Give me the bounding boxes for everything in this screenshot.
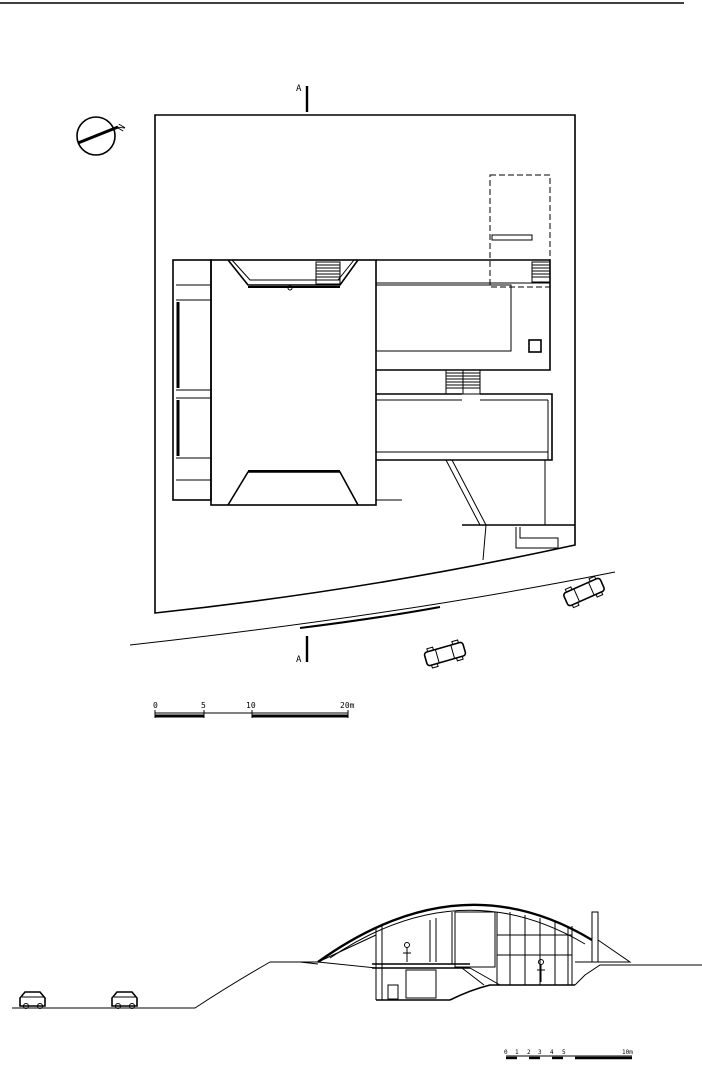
stair-middle bbox=[446, 370, 480, 394]
section-scale-tick-10: 10m bbox=[622, 1049, 633, 1056]
stair-east bbox=[532, 262, 550, 282]
right-stack bbox=[575, 912, 630, 962]
section-scale-tick-0: 0 bbox=[504, 1049, 508, 1056]
car-section-left bbox=[20, 992, 45, 1009]
plan-scale-tick-5: 5 bbox=[201, 701, 206, 710]
car-plan-left bbox=[423, 639, 467, 669]
section-marker-bottom: A bbox=[296, 636, 307, 665]
entrance-ramp bbox=[376, 460, 575, 560]
dashed-annex bbox=[490, 175, 550, 287]
section-drawing: 0 1 2 3 4 5 10m bbox=[12, 905, 702, 1058]
section-scale-bar: 0 1 2 3 4 5 10m bbox=[504, 1049, 633, 1058]
plan-scale-tick-10: 10 bbox=[246, 701, 256, 710]
north-arrow-needle bbox=[78, 127, 118, 143]
ground-right bbox=[575, 965, 702, 985]
person-figure-upper bbox=[403, 943, 411, 963]
section-scale-tick-1: 1 bbox=[515, 1049, 519, 1056]
road-centre-heavy bbox=[300, 607, 440, 628]
ground-embankment bbox=[160, 962, 318, 1008]
north-arrow: N bbox=[77, 117, 128, 155]
section-marker-top: A bbox=[296, 84, 307, 112]
east-wing-south bbox=[376, 394, 552, 460]
site-plan: A N bbox=[77, 84, 615, 718]
car-plan-right bbox=[562, 575, 607, 610]
west-wing bbox=[173, 260, 211, 500]
person-figure-lower bbox=[537, 960, 545, 983]
annex-bench bbox=[492, 235, 532, 240]
plan-scale-bar: 0 5 10 20m bbox=[153, 701, 355, 718]
car-section-right bbox=[112, 992, 137, 1009]
stair-north bbox=[316, 262, 340, 284]
site-boundary bbox=[155, 115, 575, 613]
section-scale-tick-4: 4 bbox=[550, 1049, 554, 1056]
plan-scale-tick-20: 20m bbox=[340, 701, 355, 710]
section-building bbox=[372, 912, 575, 1000]
east-wing-north bbox=[376, 260, 550, 370]
left-brace bbox=[318, 935, 376, 968]
section-scale-tick-3: 3 bbox=[538, 1049, 542, 1056]
north-label: N bbox=[116, 123, 129, 134]
section-marker-top-label: A bbox=[296, 84, 302, 94]
section-marker-bottom-label: A bbox=[296, 655, 302, 665]
central-hall bbox=[211, 260, 376, 505]
section-scale-tick-5: 5 bbox=[562, 1049, 566, 1056]
section-scale-tick-2: 2 bbox=[527, 1049, 531, 1056]
plan-scale-tick-0: 0 bbox=[153, 701, 158, 710]
